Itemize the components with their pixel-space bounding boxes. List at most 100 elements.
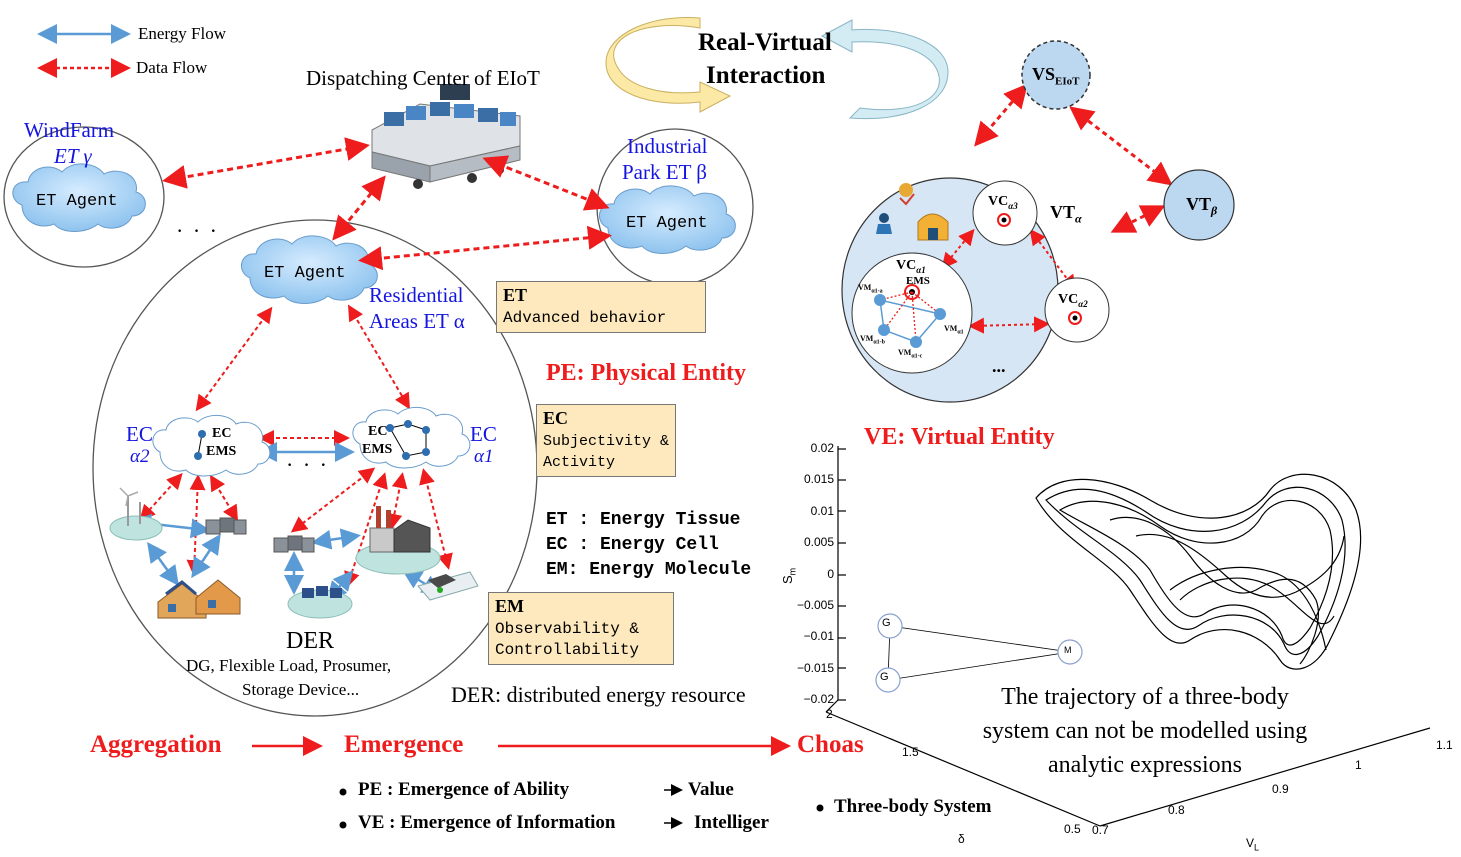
z-tick-label: −0.005	[796, 598, 834, 612]
der-title: DER	[286, 628, 334, 654]
windfarm-agent-cloud	[12, 163, 146, 232]
et-ellipsis: · · ·	[176, 218, 219, 243]
y-tick-1-5: 1.5	[902, 745, 919, 759]
ec-box-title: EC	[543, 408, 569, 428]
ec-definition-box: EC Subjectivity & Activity	[536, 404, 676, 477]
z-tick-label: 0.005	[803, 535, 834, 550]
vc3-text: VC	[988, 194, 1009, 209]
vt-beta-node	[1163, 169, 1235, 241]
node-g-bottom: G	[880, 671, 889, 683]
vm-d-text: VM	[944, 324, 958, 333]
vs-eiot-node	[1021, 40, 1091, 110]
plot-axes	[825, 446, 1431, 827]
der-desc-line1: DG, Flexible Load, Prosumer,	[186, 656, 392, 675]
virtual-entity-label: VE: Virtual Entity	[864, 424, 1055, 450]
x-tick-1-1: 1.1	[1436, 738, 1453, 752]
z-axis-label-text: S	[780, 575, 795, 584]
electric-vehicle-icon	[417, 571, 479, 601]
vc1-text: VC	[896, 258, 917, 273]
et-definition-box: ET Advanced behavior	[496, 281, 706, 333]
vc-alpha2-node	[1044, 277, 1110, 343]
vt-alpha-sub: α	[1075, 211, 1082, 226]
vc-ellipsis: ...	[992, 356, 1006, 376]
three-body-graph	[887, 625, 1071, 681]
vm-a-label: VMα1-a	[858, 283, 883, 295]
ec-alpha1-cloud-ec: EC	[368, 424, 388, 439]
ec-alpha2-cloud-ec: EC	[212, 426, 232, 441]
ec-alpha2-label: EC	[126, 422, 153, 446]
node-g-top: G	[882, 617, 891, 629]
x-axis-label-sub: L	[1254, 842, 1260, 853]
vs-eiot-label: VSEIoT	[1032, 64, 1079, 88]
em-definition: EM: Energy Molecule	[546, 560, 752, 580]
ec-box-line2: Activity	[543, 454, 616, 471]
park-et-beta-label: Park ET β	[622, 160, 707, 184]
virtual-data-flow-arrows	[974, 83, 1173, 233]
caption-line2: system can not be modelled using	[982, 718, 1308, 744]
ec-alpha2-cloud-ems: EMS	[206, 444, 237, 459]
vs-label: VS	[1032, 64, 1056, 84]
ec-alpha1-label: EC	[470, 422, 497, 446]
ve-emergence-bullet: VE : Emergence of Information	[358, 812, 616, 833]
industrial-agent-label: ET Agent	[626, 214, 708, 233]
em-box-line2: Controllability	[495, 641, 640, 659]
real-virtual-label: Real-Virtual	[698, 29, 832, 56]
ec-alpha2-cloud	[152, 415, 271, 477]
der-desc-line2: Storage Device...	[242, 680, 360, 699]
z-tick-label: −0.015	[796, 660, 834, 675]
solar-panel-platform-icon	[287, 586, 353, 619]
battery-storage-icon-1	[205, 517, 247, 535]
abbreviation-definitions: ET : Energy Tissue EC : Energy Cell EM: …	[546, 508, 778, 583]
vm-d-sub: α1	[957, 329, 964, 336]
vc-alpha2-label: VCα2	[1058, 292, 1088, 309]
pe-value-label: Value	[688, 779, 734, 800]
ec-alpha1-sub: α1	[474, 446, 494, 467]
vm-b-sub: α1-b	[873, 339, 886, 346]
et-box-title: ET	[503, 285, 528, 305]
residential-label: Residential	[369, 283, 464, 307]
areas-et-alpha-label: Areas ET α	[369, 309, 465, 333]
z-tick-label: 0.015	[803, 472, 834, 487]
der-definition: DER: distributed energy resource	[451, 682, 746, 707]
data-flow-legend-label: Data Flow	[136, 58, 208, 77]
z-tick-label: 0.01	[810, 503, 834, 518]
et-definition: ET : Energy Tissue	[546, 510, 741, 530]
interaction-label: Interaction	[706, 62, 826, 89]
three-body-caption: The trajectory of a three-body system ca…	[940, 680, 1350, 782]
z-tick-label: 0.02	[810, 441, 834, 455]
vt-beta-sub: β	[1211, 203, 1218, 218]
vm-c-sub: α1-c	[911, 353, 923, 360]
physical-entity-label: PE: Physical Entity	[546, 360, 747, 386]
em-box-line1: Observability &	[495, 620, 640, 638]
industrial-label: Industrial	[627, 134, 708, 158]
factory-platform-icon	[355, 506, 441, 575]
z-axis-label-sub: m	[787, 567, 798, 576]
vc-alpha3-node	[972, 180, 1038, 246]
data-flow-arrows	[162, 137, 612, 271]
vm-a-text: VM	[858, 283, 872, 292]
battery-storage-icon-2	[273, 535, 315, 553]
et-box-line1: Advanced behavior	[503, 309, 667, 327]
vm-d-label: VMα1	[944, 324, 964, 336]
et-gamma-label: ET γ	[54, 144, 92, 168]
vc-data-flow-arrows	[941, 228, 1077, 334]
vc-alpha3-label: VCα3	[988, 194, 1018, 211]
real-virtual-cycle-icon	[605, 16, 949, 120]
vc-ems-label: EMS	[906, 275, 930, 287]
caption-line1: The trajectory of a three-body	[1001, 684, 1289, 710]
windfarm-agent-label: ET Agent	[36, 192, 118, 211]
z-axis-label: Sm	[780, 568, 798, 584]
vt-alpha-label: VTα	[1050, 202, 1082, 227]
vc3-sub: α3	[1008, 200, 1018, 211]
energy-flow-legend-label: Energy Flow	[138, 24, 226, 43]
em-definition-box: EM Observability & Controllability	[488, 592, 674, 665]
three-body-nodes	[875, 613, 1083, 693]
z-tick-label: −0.01	[803, 629, 834, 644]
ec-box-line1: Subjectivity &	[543, 433, 670, 450]
wind-turbine-platform-icon	[109, 487, 163, 541]
z-tick-label: 0	[827, 566, 834, 581]
vc2-sub: α2	[1078, 298, 1088, 309]
prosumer-houses-icon	[157, 579, 241, 619]
pe-emergence-bullet: PE : Emergence of Ability	[358, 779, 570, 800]
